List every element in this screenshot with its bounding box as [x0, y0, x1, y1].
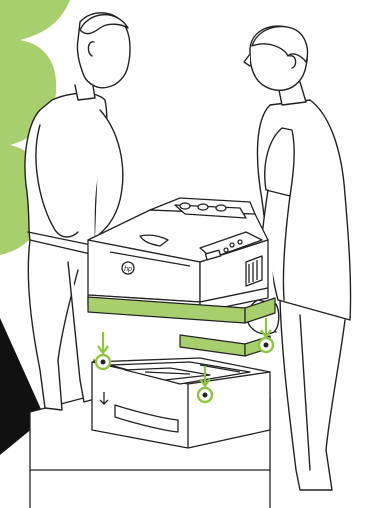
- green-alignment-band: [88, 297, 275, 356]
- optional-tray-500-sheet: [92, 358, 270, 448]
- hp-logo-text: hp: [124, 266, 132, 273]
